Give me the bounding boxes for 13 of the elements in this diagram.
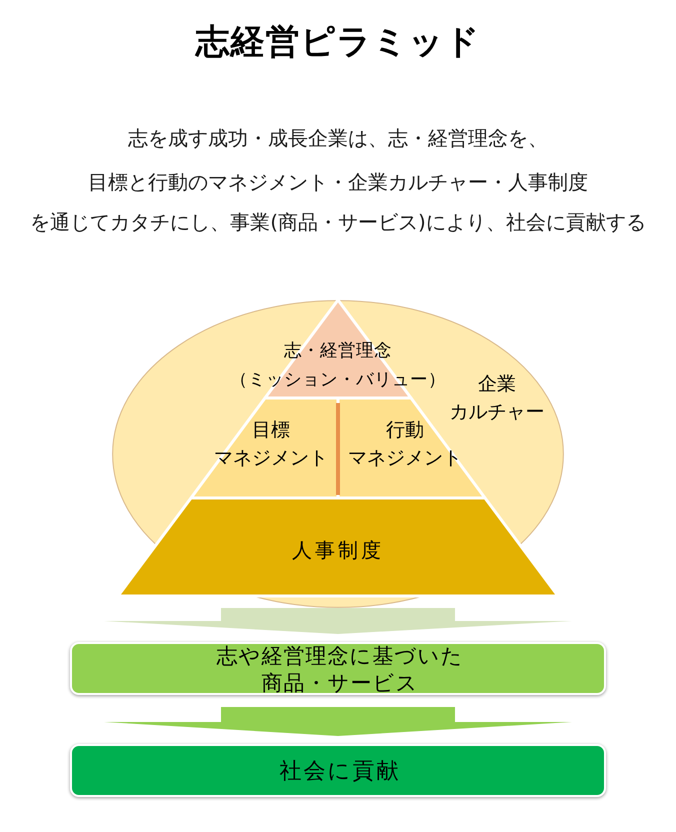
result-box: [70, 642, 606, 695]
intro-text: を通じてカタチにし、事業(商品・サービス)により、社会に貢献する: [30, 209, 646, 235]
node-label: 人事制度: [292, 537, 384, 564]
node-label: 志・経営理念（ミッション・バリュー）: [230, 340, 446, 392]
ellipse-region: [112, 300, 564, 608]
outcome-box: [70, 744, 606, 797]
diagram-title: 志経営ピラミッド: [196, 21, 480, 64]
intro-text: 目標と行動のマネジメント・企業カルチャー・人事制度: [88, 169, 588, 195]
node-label: 志や経営理念に基づいた商品・サービス: [216, 643, 464, 697]
node-label: 社会に貢献: [280, 758, 400, 786]
pyramid-base-tier: [118, 498, 558, 596]
intro-text: 志を成す成功・成長企業は、志・経営理念を、: [128, 125, 548, 151]
node-label: 目標マネジメント: [213, 418, 329, 471]
